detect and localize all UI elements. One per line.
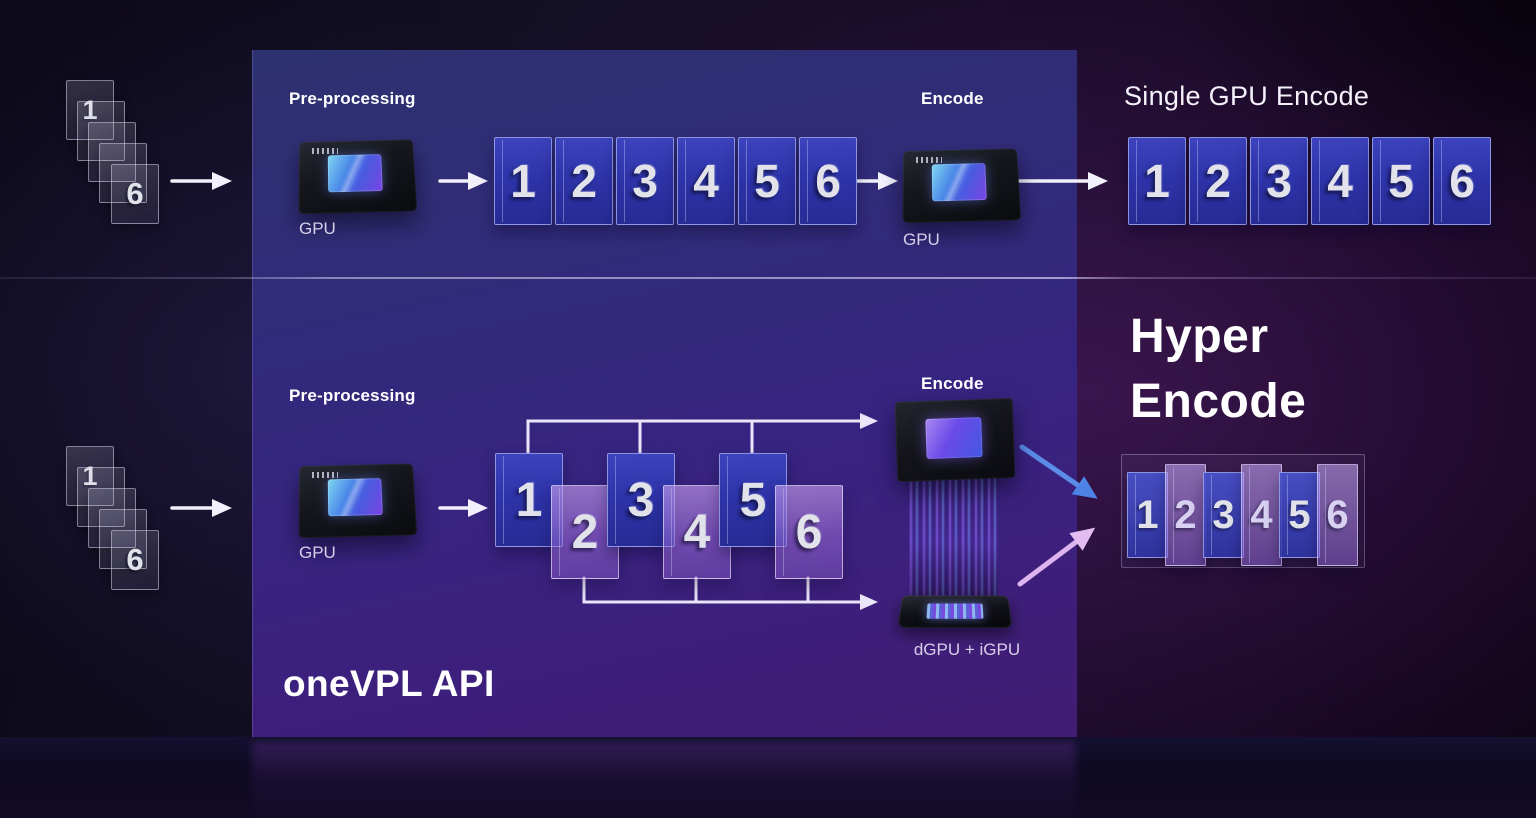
divider-line bbox=[0, 277, 1536, 279]
frame-number: 5 bbox=[739, 473, 767, 527]
chip-die bbox=[327, 154, 383, 193]
chip-die bbox=[926, 603, 984, 619]
floor-band bbox=[0, 737, 1536, 818]
frame-card: 6 bbox=[775, 485, 843, 579]
frame-number: 4 bbox=[1250, 492, 1273, 537]
frame-card: 2 bbox=[555, 137, 613, 225]
frame-card: 4 bbox=[1241, 464, 1282, 566]
frame-card: 1 bbox=[1127, 472, 1168, 558]
input-frame-card: 6 bbox=[111, 530, 159, 590]
frame-card: 2 bbox=[1165, 464, 1206, 566]
hyper-encoder-icon bbox=[894, 397, 1016, 632]
frame-card: 1 bbox=[1128, 137, 1186, 225]
frame-number: 1 bbox=[510, 155, 536, 207]
frame-number: 4 bbox=[1327, 155, 1353, 207]
frame-number: 5 bbox=[1288, 492, 1311, 537]
chip-die bbox=[931, 163, 987, 202]
frame-card: 3 bbox=[1250, 137, 1308, 225]
frame-card: 2 bbox=[1189, 137, 1247, 225]
frame-number: 6 bbox=[815, 155, 841, 207]
hyper-encode-title: Hyper Encode bbox=[1130, 304, 1306, 434]
frame-number: 2 bbox=[571, 505, 599, 559]
frame-card: 5 bbox=[1279, 472, 1320, 558]
input-frames-stack-top: 1 6 bbox=[66, 80, 171, 230]
frame-card: 5 bbox=[1372, 137, 1430, 225]
input-frame-card: 1 bbox=[66, 80, 114, 140]
frame-number: 6 bbox=[1326, 492, 1349, 537]
frame-number: 2 bbox=[571, 155, 597, 207]
frame-number: 3 bbox=[1266, 155, 1292, 207]
input-frame-card: 1 bbox=[66, 446, 114, 506]
frame-number: 6 bbox=[126, 542, 144, 577]
onevpl-api-label: oneVPL API bbox=[283, 663, 495, 704]
igpu-chip-icon bbox=[897, 595, 1013, 628]
chip-die bbox=[925, 417, 983, 460]
frame-card: 5 bbox=[738, 137, 796, 225]
gpu-device-label-bottom-pre: GPU bbox=[299, 543, 336, 562]
single-gpu-encode-title: Single GPU Encode bbox=[1124, 81, 1370, 111]
gpu-chip-icon bbox=[298, 139, 418, 215]
input-frame-card: 6 bbox=[111, 164, 159, 224]
frame-card: 3 bbox=[1203, 472, 1244, 558]
frame-number: 6 bbox=[1449, 155, 1475, 207]
chip-die bbox=[327, 478, 383, 517]
frame-number: 1 bbox=[1144, 155, 1170, 207]
gpu-chip-icon bbox=[298, 463, 418, 539]
input-frame-card bbox=[77, 467, 125, 527]
frame-number: 1 bbox=[82, 461, 97, 492]
frame-number: 2 bbox=[1174, 492, 1197, 537]
preprocessing-label-top: Pre-processing bbox=[289, 89, 416, 108]
encode-label-bottom: Encode bbox=[921, 374, 984, 393]
gpu-device-label-top-pre: GPU bbox=[299, 219, 336, 238]
chip-markings bbox=[312, 148, 338, 154]
gpu-device-label-bottom-enc: dGPU + iGPU bbox=[913, 640, 1021, 659]
frame-number: 4 bbox=[693, 155, 719, 207]
frame-card: 6 bbox=[799, 137, 857, 225]
frame-card: 4 bbox=[677, 137, 735, 225]
frame-number: 6 bbox=[126, 176, 144, 211]
frame-number: 6 bbox=[795, 505, 823, 559]
frame-number: 3 bbox=[632, 155, 658, 207]
preprocessing-label-bottom: Pre-processing bbox=[289, 386, 416, 405]
input-frame-card bbox=[88, 488, 136, 548]
input-frame-card bbox=[99, 143, 147, 203]
frame-number: 3 bbox=[627, 473, 655, 527]
panel-reflection bbox=[252, 742, 1076, 816]
frame-number: 1 bbox=[1136, 492, 1159, 537]
input-frame-card bbox=[88, 122, 136, 182]
frame-number: 5 bbox=[754, 155, 780, 207]
gpu-chip-icon bbox=[902, 148, 1022, 224]
input-frame-card bbox=[77, 101, 125, 161]
frame-number: 5 bbox=[1388, 155, 1414, 207]
chip-markings bbox=[916, 157, 942, 163]
frame-card: 4 bbox=[1311, 137, 1369, 225]
chip-markings bbox=[312, 472, 338, 478]
hyper-title-line1: Hyper bbox=[1130, 310, 1269, 363]
frame-number: 2 bbox=[1205, 155, 1231, 207]
frame-card: 1 bbox=[494, 137, 552, 225]
frame-number: 1 bbox=[82, 95, 97, 126]
input-frames-stack-bottom: 1 6 bbox=[66, 446, 171, 596]
encode-label-top: Encode bbox=[921, 89, 984, 108]
light-stream-icon bbox=[910, 474, 998, 598]
input-frame-card bbox=[99, 509, 147, 569]
frame-number: 4 bbox=[683, 505, 711, 559]
frame-number: 1 bbox=[515, 473, 543, 527]
hyper-title-line2: Encode bbox=[1130, 375, 1307, 428]
dgpu-chip-icon bbox=[894, 397, 1016, 483]
frame-number: 3 bbox=[1212, 492, 1235, 537]
gpu-device-label-top-enc: GPU bbox=[903, 230, 940, 249]
frame-card: 6 bbox=[1433, 137, 1491, 225]
frame-card: 3 bbox=[616, 137, 674, 225]
frame-card: 6 bbox=[1317, 464, 1358, 566]
